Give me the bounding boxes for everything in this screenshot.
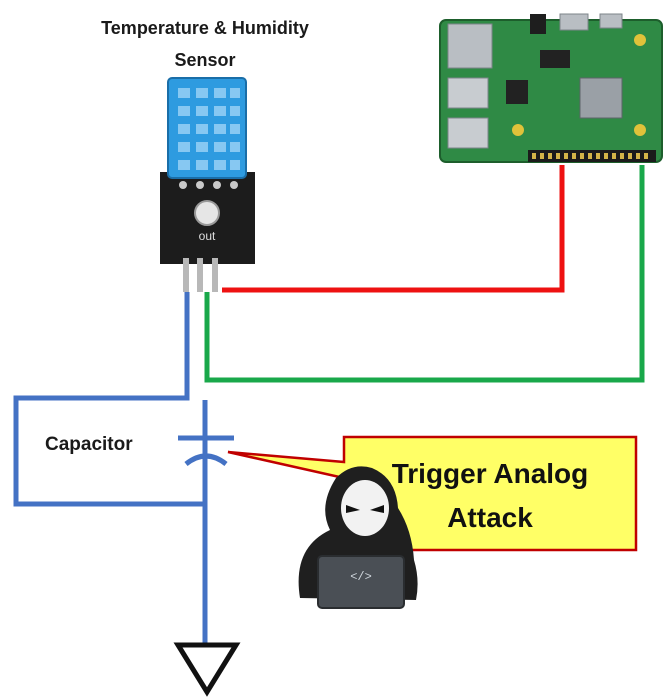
red-power-wire bbox=[222, 165, 565, 293]
ethernet-port bbox=[447, 23, 493, 69]
usb-port bbox=[447, 77, 489, 109]
sensor-pin bbox=[183, 258, 189, 292]
dht-sensor-module: out bbox=[160, 77, 255, 292]
green-data-wire bbox=[204, 165, 645, 383]
callout-text: Trigger Analog Attack bbox=[350, 452, 630, 540]
sensor-title-line1: Temperature & Humidity bbox=[101, 18, 309, 38]
sensor-title: Temperature & Humidity Sensor bbox=[40, 12, 370, 76]
sensor-pin bbox=[212, 258, 218, 292]
soc-chip bbox=[579, 77, 623, 119]
raspberry-pi-board bbox=[439, 13, 663, 163]
capacitor-symbol bbox=[178, 435, 234, 467]
blue-ground-wire bbox=[13, 292, 208, 507]
hacker-icon bbox=[298, 466, 418, 609]
capacitor-label: Capacitor bbox=[45, 434, 133, 455]
laptop-code-glyph: </> bbox=[350, 570, 372, 584]
laptop-icon bbox=[317, 555, 405, 609]
sensor-out-label: out bbox=[199, 229, 216, 243]
sensor-title-line2: Sensor bbox=[174, 50, 236, 70]
ground-icon bbox=[173, 642, 241, 697]
usb-port bbox=[447, 117, 489, 149]
callout-line2: Attack bbox=[447, 502, 533, 533]
sensor-pin bbox=[197, 258, 203, 292]
callout-line1: Trigger Analog bbox=[391, 458, 589, 489]
